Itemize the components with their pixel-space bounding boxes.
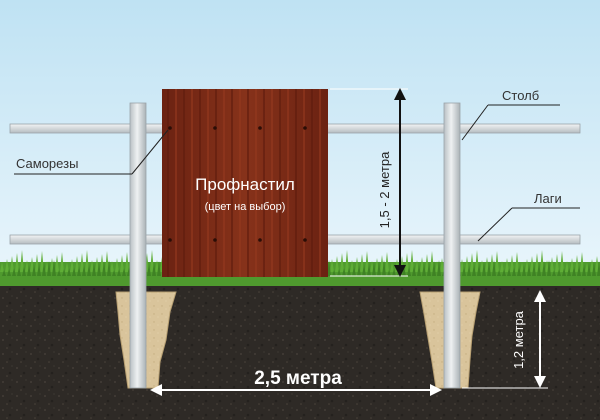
sheet-subtitle: (цвет на выбор) [205,201,286,213]
post-label: Столб [502,88,539,103]
soil [0,278,600,420]
rails-label: Лаги [534,191,562,206]
left-post [129,102,147,389]
post-depth-label: 1,2 метра [511,310,526,369]
screw-icon [213,126,217,130]
screw-icon [303,126,307,130]
screw-icon [303,238,307,242]
sheet-height-dimension [330,88,408,277]
screw-icon [258,238,262,242]
screws-leader [14,129,169,175]
post-depth-dimension [462,290,548,389]
corrugated-sheet [162,89,328,277]
screw-icon [168,126,172,130]
screw-icon [213,238,217,242]
screw-icon [168,238,172,242]
post-spacing-dimension [150,384,442,396]
sheet-height-label: 1,5 - 2 метра [377,151,392,228]
rails-leader [477,207,580,242]
right-post [443,102,461,389]
screw-icon [258,126,262,130]
post-spacing-label: 2,5 метра [254,368,342,389]
sheet-title: Профнастил [195,175,295,194]
screws-label: Саморезы [16,156,78,171]
post-leader [461,104,560,141]
